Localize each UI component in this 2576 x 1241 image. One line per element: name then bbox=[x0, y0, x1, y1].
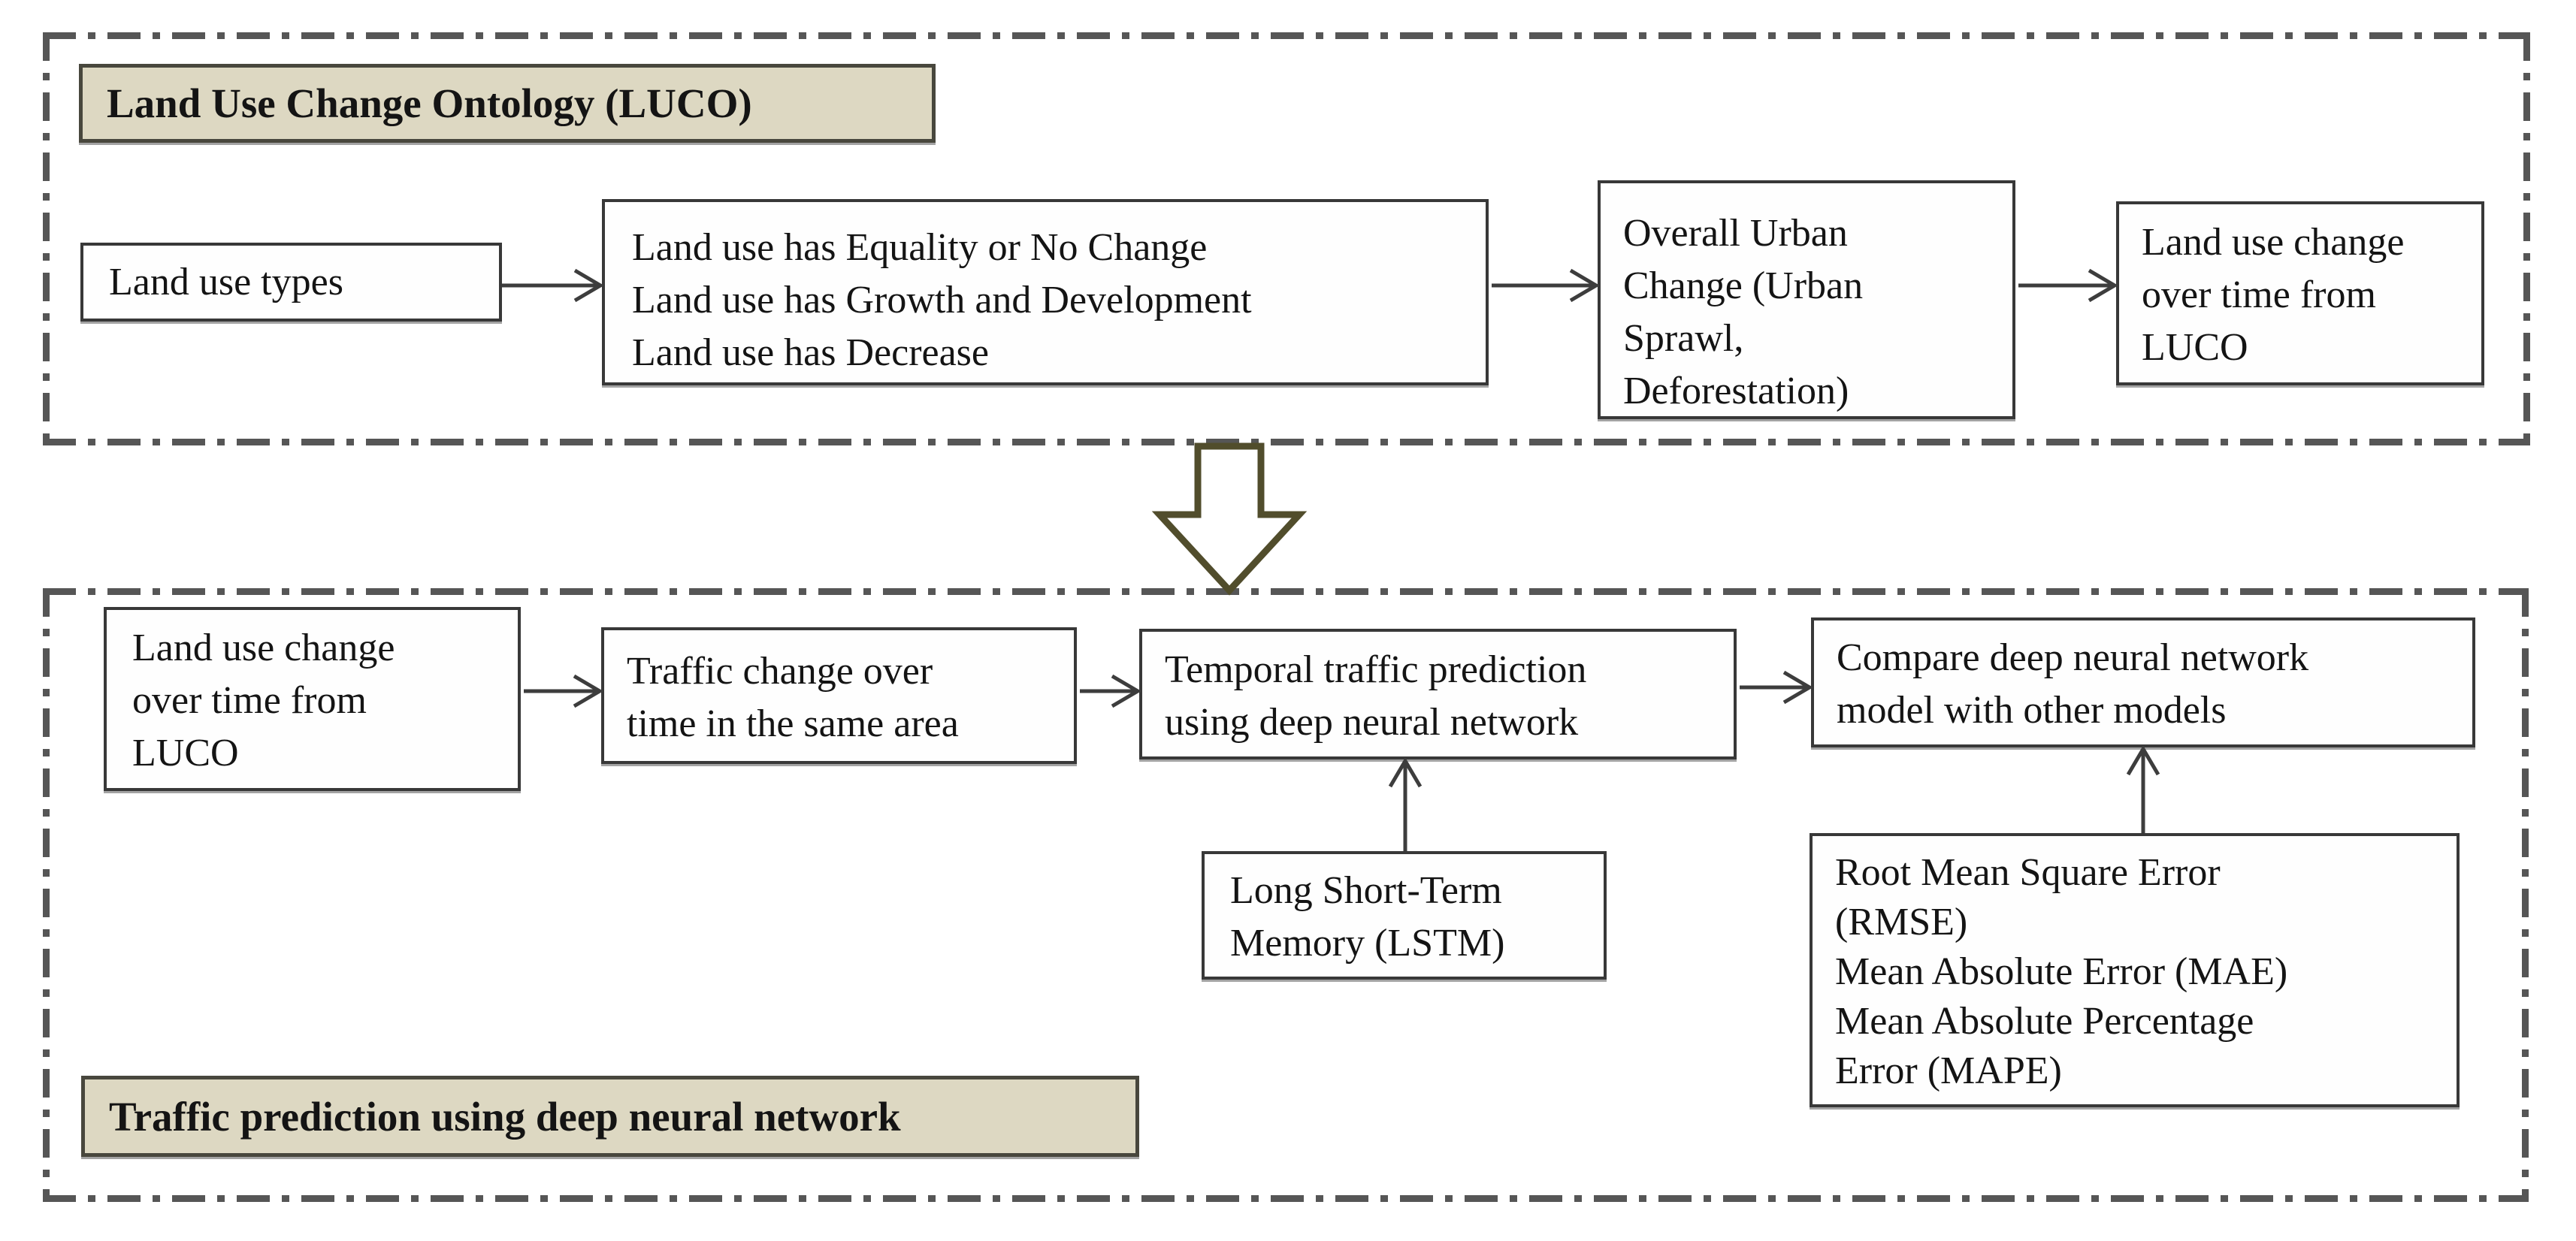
section-down-arrow bbox=[1151, 442, 1308, 596]
frame-edge bbox=[43, 588, 50, 1202]
frame-edge bbox=[43, 588, 2529, 595]
luco-section-title: Land Use Change Ontology (LUCO) bbox=[79, 64, 936, 143]
frame-edge bbox=[43, 32, 50, 445]
arrow-traffic-change-to-temporal bbox=[1080, 674, 1141, 708]
land-use-types-box: Land use types bbox=[80, 243, 502, 322]
traffic-section-title-label: Traffic prediction using deep neural net… bbox=[109, 1093, 901, 1140]
land-use-relations-box: Land use has Equality or No Change Land … bbox=[602, 199, 1489, 385]
temporal-prediction-box: Temporal traffic prediction using deep n… bbox=[1139, 629, 1737, 759]
arrow-urban-change-to-luco-output bbox=[2018, 268, 2118, 303]
traffic-section-frame bbox=[43, 588, 2529, 1202]
traffic-change-box: Traffic change over time in the same are… bbox=[601, 627, 1077, 764]
frame-edge bbox=[43, 439, 2530, 445]
arrow-lstm-to-temporal bbox=[1388, 757, 1423, 851]
arrow-relations-to-urban-change bbox=[1492, 268, 1600, 303]
land-use-change-input-box: Land use change over time from LUCO bbox=[104, 607, 521, 791]
traffic-section-title: Traffic prediction using deep neural net… bbox=[81, 1076, 1139, 1157]
frame-edge bbox=[2523, 32, 2530, 445]
overall-urban-change-box: Overall Urban Change (Urban Sprawl, Defo… bbox=[1598, 180, 2015, 419]
arrow-metrics-to-compare bbox=[2126, 745, 2160, 833]
frame-edge bbox=[43, 1195, 2529, 1202]
lstm-box: Long Short-Term Memory (LSTM) bbox=[1202, 851, 1607, 980]
luco-section-frame bbox=[43, 32, 2530, 445]
arrow-temporal-to-compare bbox=[1740, 670, 1813, 705]
arrow-luco-input-to-traffic-change bbox=[524, 674, 603, 708]
frame-edge bbox=[43, 32, 2530, 39]
arrow-types-to-relations bbox=[502, 268, 604, 303]
metrics-box: Root Mean Square Error (RMSE) Mean Absol… bbox=[1810, 833, 2460, 1107]
frame-edge bbox=[2522, 588, 2529, 1202]
compare-models-box: Compare deep neural network model with o… bbox=[1811, 617, 2475, 747]
luco-section-title-label: Land Use Change Ontology (LUCO) bbox=[107, 80, 752, 126]
land-use-change-output-box: Land use change over time from LUCO bbox=[2116, 201, 2484, 385]
